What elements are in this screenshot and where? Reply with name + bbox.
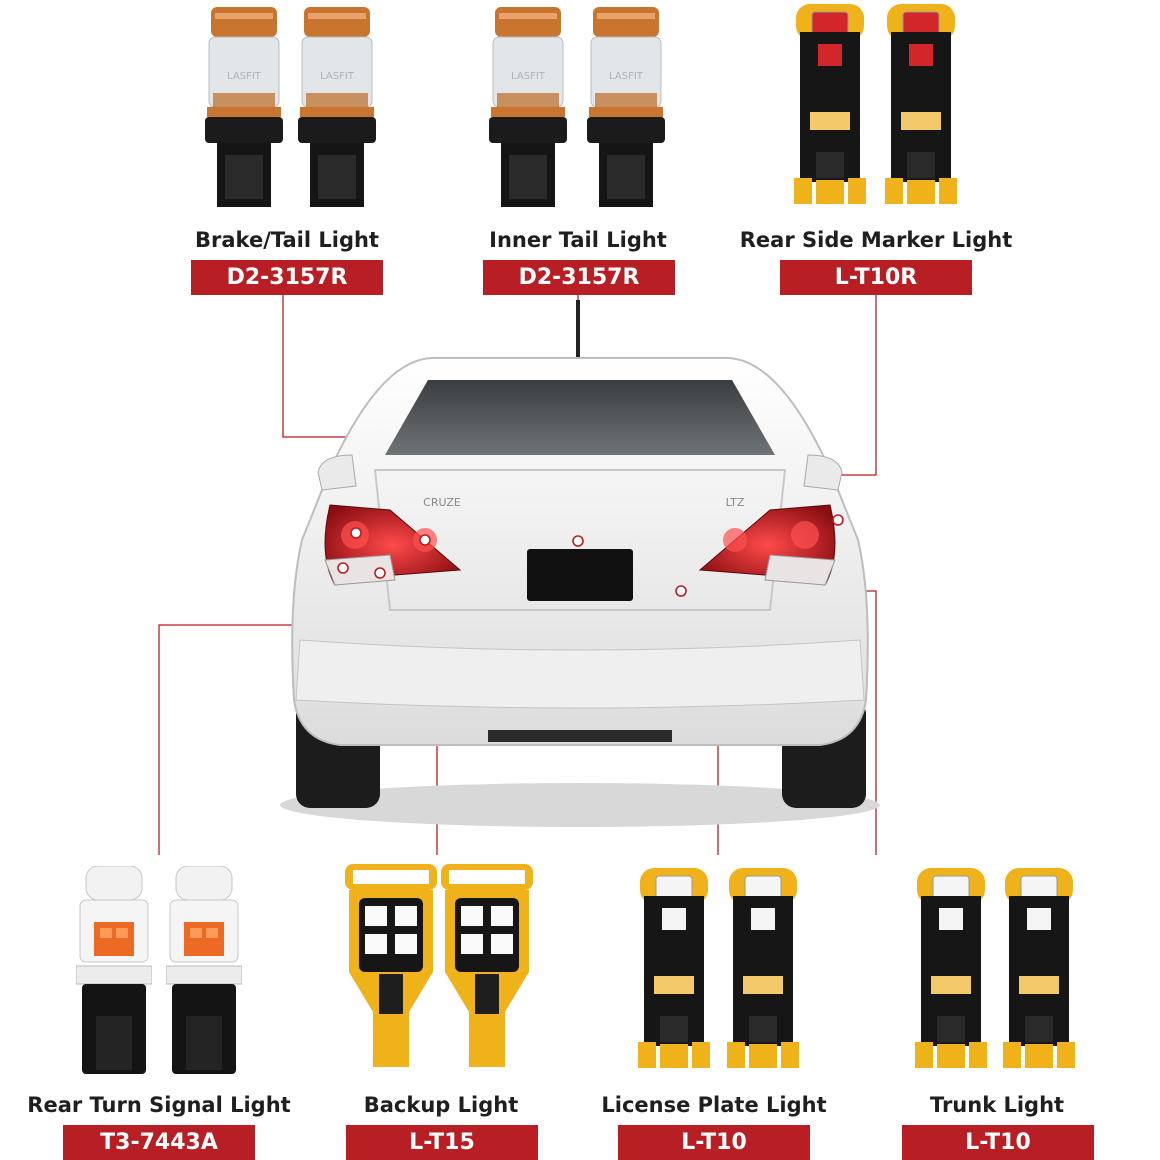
- callout-dot-license-plate: [572, 535, 584, 547]
- rear-side-marker-code-badge: L-T10R: [780, 260, 972, 295]
- svg-text:LASFIT: LASFIT: [511, 71, 546, 82]
- badge-right: LTZ: [726, 496, 745, 509]
- trunk-bulb-image-1: [915, 866, 987, 1071]
- right-taillight-clear-section: [764, 554, 836, 586]
- rear-turn-signal-bulb-image-1: [76, 866, 152, 1076]
- trunk-code-badge: L-T10: [902, 1125, 1094, 1160]
- car-shadow: [280, 783, 880, 827]
- right-brake-lens: [791, 521, 819, 549]
- badge-left: CRUZE: [423, 496, 461, 509]
- rear-turn-signal-bulb-image-2: [166, 866, 242, 1076]
- rear-turn-signal-code-badge: T3-7443A: [63, 1125, 255, 1160]
- svg-text:LASFIT: LASFIT: [609, 71, 644, 82]
- brake-tail-code-badge: D2-3157R: [191, 260, 383, 295]
- left-mirror: [317, 454, 357, 491]
- backup-bulb-image-1: [345, 862, 437, 1072]
- license-plate: [527, 549, 633, 601]
- inner-tail-label: Inner Tail Light: [489, 228, 667, 252]
- rear-window: [385, 380, 775, 455]
- callout-dot-backup: [374, 567, 386, 579]
- brake-tail-bulb-image-1: LASFIT: [205, 5, 283, 210]
- svg-text:LASFIT: LASFIT: [320, 71, 355, 82]
- right-mirror: [803, 454, 843, 491]
- rear-side-marker-bulb-image-2: [885, 2, 957, 207]
- right-inner-lens: [723, 528, 747, 552]
- callout-dot-brake-tail: [350, 527, 362, 539]
- inner-tail-bulb-image-2: LASFIT: [587, 5, 665, 210]
- brake-tail-label: Brake/Tail Light: [195, 228, 379, 252]
- callout-dot-inner-tail: [419, 534, 431, 546]
- backup-label: Backup Light: [363, 1093, 519, 1117]
- inner-tail-bulb-image-1: LASFIT: [489, 5, 567, 210]
- backup-bulb-image-2: [441, 862, 533, 1072]
- backup-code-badge: L-T15: [346, 1125, 538, 1160]
- svg-text:LASFIT: LASFIT: [227, 71, 262, 82]
- brake-tail-bulb-image-2: LASFIT: [298, 5, 376, 210]
- lower-grille: [488, 730, 672, 742]
- trunk-bulb-image-2: [1003, 866, 1075, 1071]
- callout-dot-rear-side-marker: [832, 514, 844, 526]
- rear-bumper: [295, 639, 865, 709]
- callout-dot-trunk: [675, 585, 687, 597]
- license-plate-label: License Plate Light: [601, 1093, 827, 1117]
- license-plate-code-badge: L-T10: [618, 1125, 810, 1160]
- license-plate-bulb-image-2: [727, 866, 799, 1071]
- callout-dot-rear-turn-signal: [337, 562, 349, 574]
- license-plate-bulb-image-1: [638, 866, 710, 1071]
- inner-tail-code-badge: D2-3157R: [483, 260, 675, 295]
- rear-side-marker-bulb-image-1: [794, 2, 866, 207]
- trunk-label: Trunk Light: [929, 1093, 1065, 1117]
- rear-turn-signal-label: Rear Turn Signal Light: [27, 1093, 291, 1117]
- rear-side-marker-label: Rear Side Marker Light: [739, 228, 1013, 252]
